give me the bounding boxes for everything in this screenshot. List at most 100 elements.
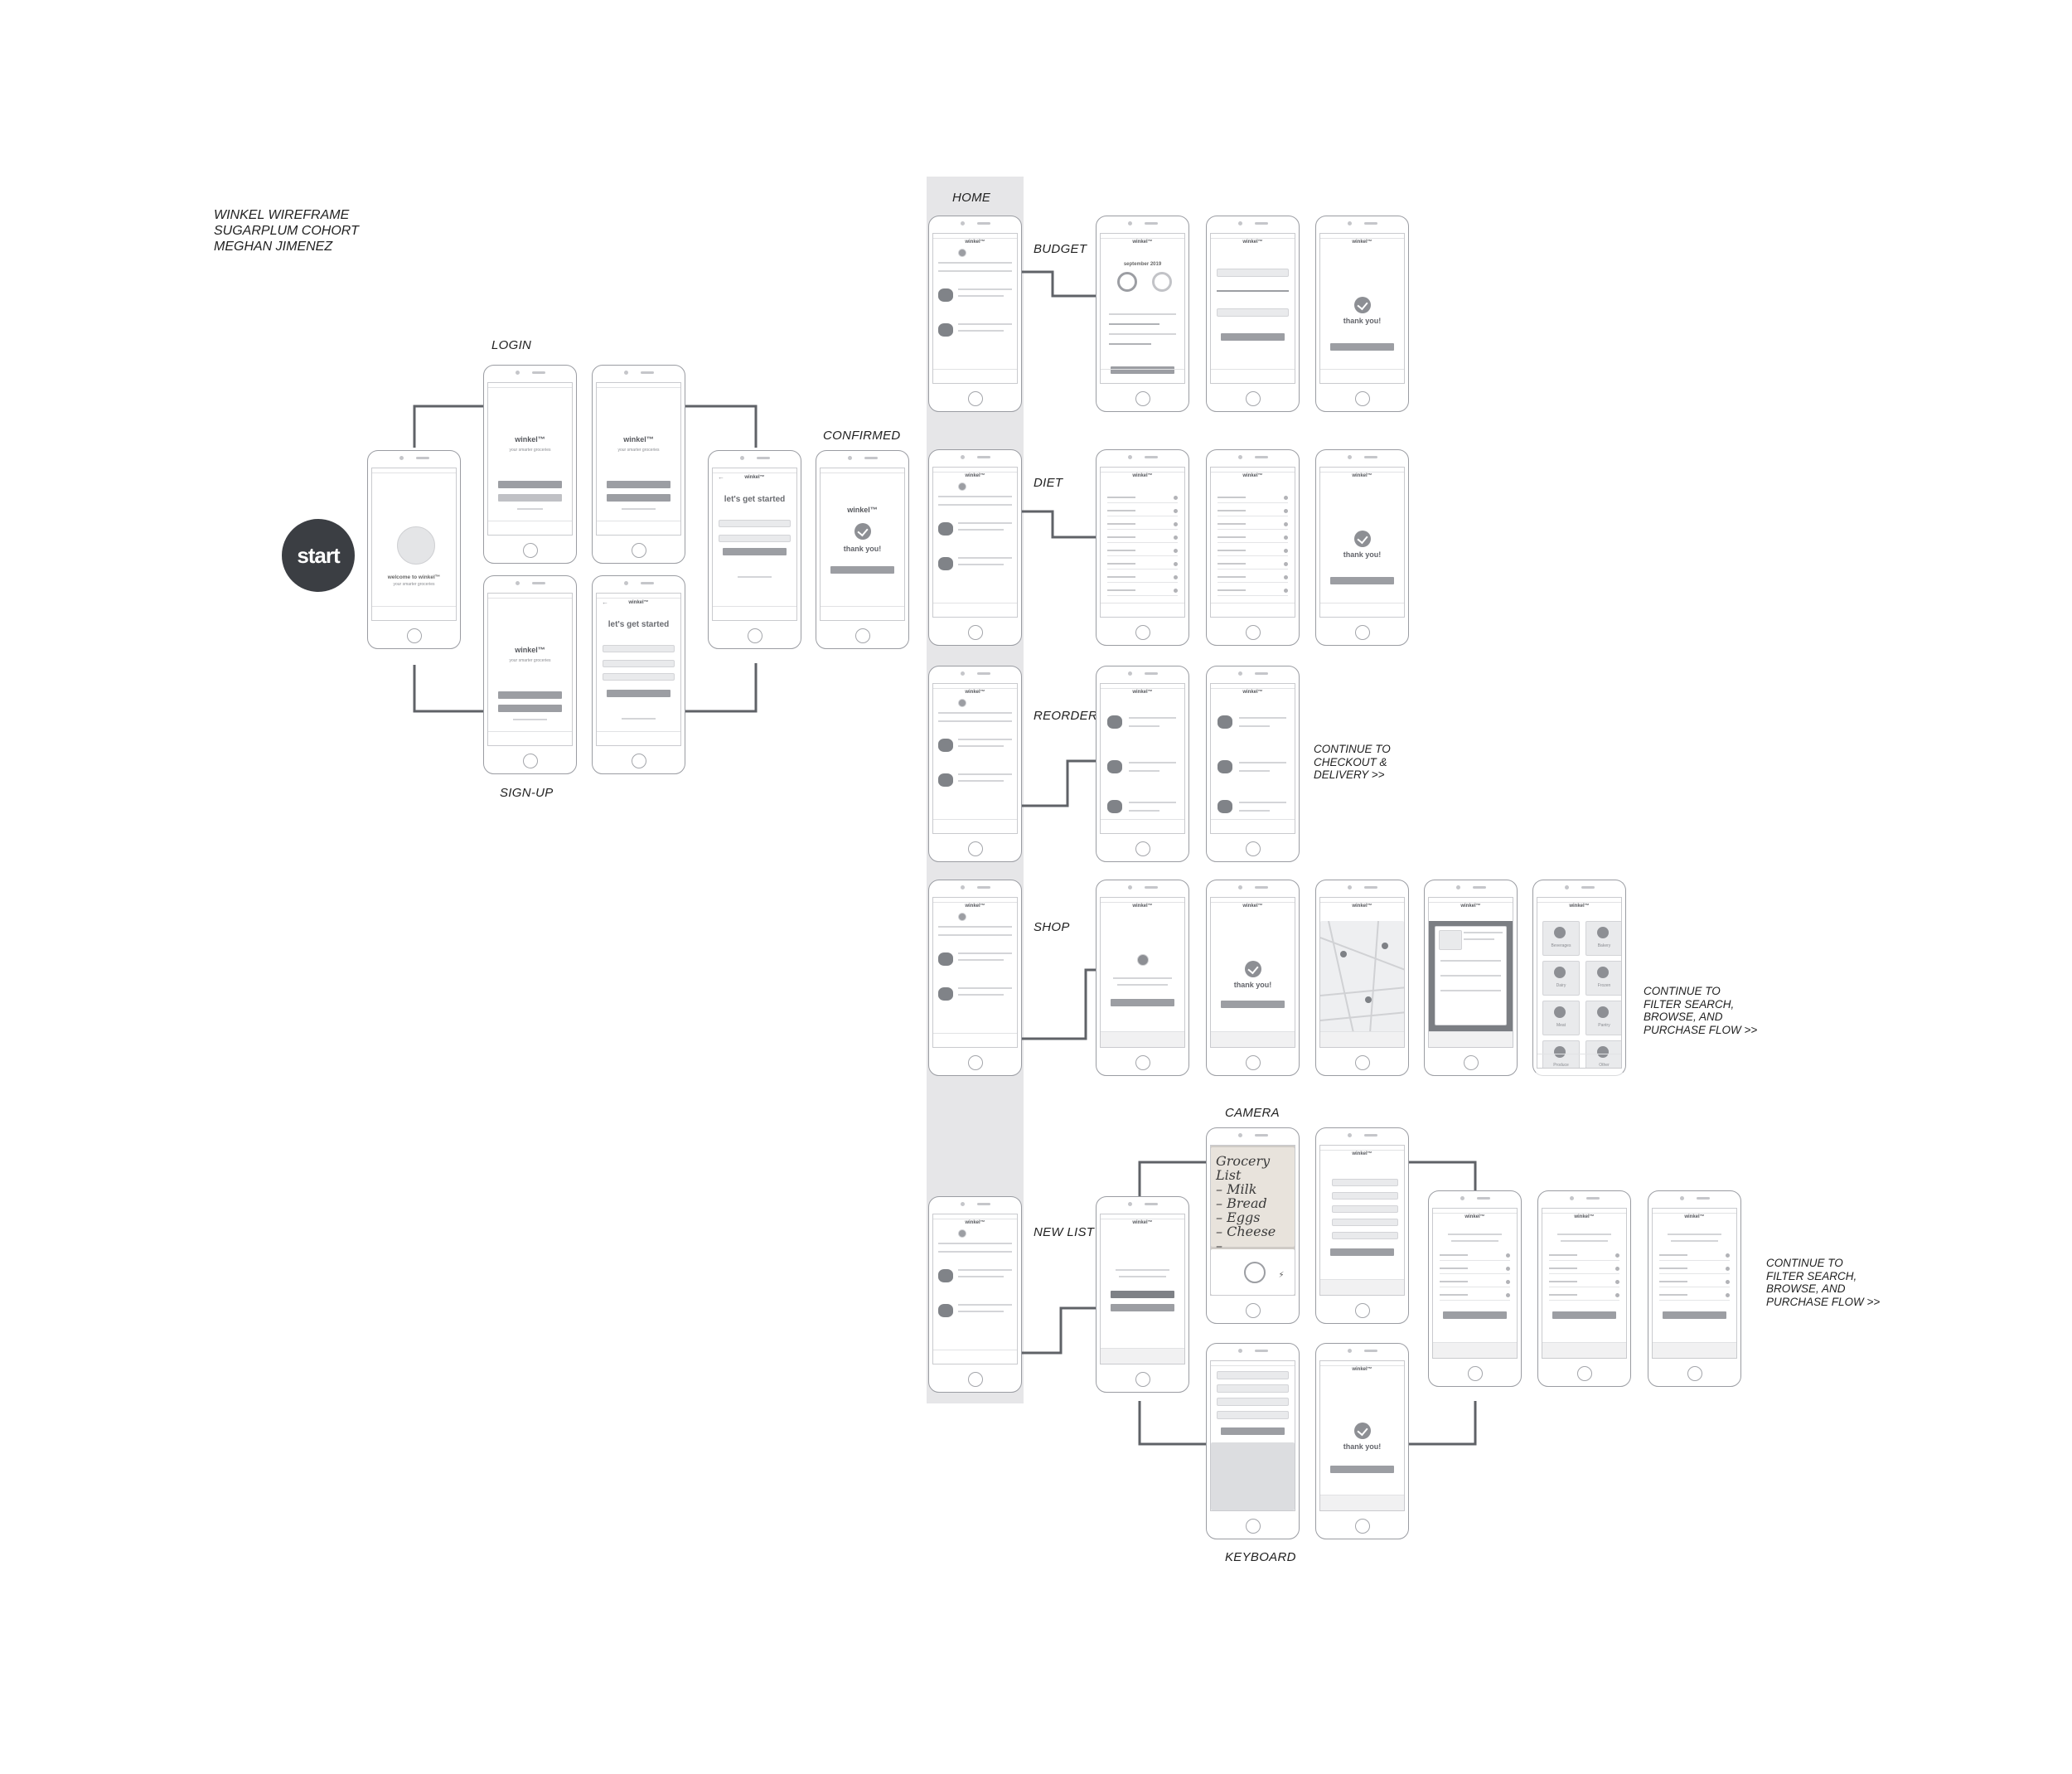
budget-slider[interactable] [1217, 290, 1289, 292]
home-button[interactable] [1576, 1366, 1592, 1381]
type-it-out-button[interactable] [1111, 1304, 1174, 1311]
list-item-field[interactable] [1217, 1371, 1289, 1379]
submit-button[interactable] [723, 548, 787, 555]
category-tile[interactable]: Dairy [1542, 961, 1580, 996]
home-button[interactable] [1354, 625, 1370, 640]
home-button[interactable] [1245, 1519, 1261, 1534]
title-line-2: SUGARPLUM COHORT [214, 224, 359, 238]
home-button[interactable] [631, 754, 646, 768]
home-button[interactable] [1245, 1303, 1261, 1318]
home-button[interactable] [522, 543, 538, 558]
continue-button[interactable] [830, 566, 894, 574]
list-item-field[interactable] [1217, 1398, 1289, 1406]
continue-button[interactable] [1330, 343, 1394, 351]
view-cart-button[interactable] [1663, 1311, 1726, 1319]
continue-button[interactable] [1221, 1001, 1285, 1008]
change-budget-button[interactable] [1111, 366, 1174, 374]
list-item-field[interactable] [1332, 1179, 1398, 1186]
home-button[interactable] [1135, 841, 1150, 856]
phone-new-list: winkel™ [1096, 1196, 1189, 1393]
home-button[interactable] [631, 543, 646, 558]
home-button[interactable] [1245, 1055, 1261, 1070]
list-item-field[interactable] [1332, 1219, 1398, 1226]
list-item-field[interactable] [1332, 1192, 1398, 1200]
store-map[interactable] [1320, 920, 1404, 1034]
note-line: DELIVERY >> [1314, 768, 1385, 781]
brand: winkel™ [965, 690, 985, 695]
label-new-list: NEW LIST [1034, 1225, 1095, 1239]
home-button[interactable] [1135, 1055, 1150, 1070]
list-item-field[interactable] [1217, 1411, 1289, 1419]
product-thumbnail [938, 288, 953, 302]
login-button[interactable] [498, 481, 562, 488]
home-button[interactable] [1467, 1366, 1483, 1381]
shutter-button[interactable] [1244, 1262, 1266, 1283]
phone-home: winkel™ [928, 216, 1022, 412]
email-field[interactable] [603, 645, 675, 652]
home-button[interactable] [1354, 1055, 1370, 1070]
home-button[interactable] [747, 628, 762, 643]
list-item-field[interactable] [1332, 1232, 1398, 1239]
confirm-list-button[interactable] [1330, 1248, 1394, 1256]
view-cart-button[interactable] [1552, 1311, 1616, 1319]
save-coupons-button[interactable] [1443, 1311, 1507, 1319]
home-button[interactable] [1354, 1519, 1370, 1534]
home-button[interactable] [1245, 625, 1261, 640]
email-field[interactable] [719, 520, 791, 527]
flash-icon[interactable]: ⚡ [1278, 1271, 1285, 1280]
connect-email-button[interactable] [498, 691, 562, 699]
reminder-field[interactable] [1217, 308, 1289, 317]
signup-button[interactable] [498, 494, 562, 502]
onscreen-keyboard[interactable] [1211, 1442, 1295, 1510]
phone-home: winkel™ [928, 449, 1022, 646]
product-thumbnail [938, 952, 953, 966]
allow-location-button[interactable] [1111, 999, 1174, 1006]
category-tile[interactable]: Bakery [1585, 921, 1621, 956]
submit-button[interactable] [607, 690, 670, 697]
category-tile[interactable]: Beverages [1542, 921, 1580, 956]
brand: winkel™ [628, 600, 649, 605]
brand: winkel™ [1352, 1367, 1372, 1372]
home-button[interactable] [1135, 625, 1150, 640]
category-tile[interactable]: Pantry [1585, 1001, 1621, 1035]
label-home: HOME [952, 191, 991, 205]
home-button[interactable] [854, 628, 870, 643]
home-button[interactable] [1245, 391, 1261, 406]
category-tile[interactable]: Meat [1542, 1001, 1580, 1035]
home-button[interactable] [967, 391, 983, 406]
home-button[interactable] [1463, 1055, 1479, 1070]
continue-button[interactable] [1330, 577, 1394, 584]
save-list-button[interactable] [1221, 1427, 1285, 1435]
list-item-field[interactable] [1217, 1384, 1289, 1393]
home-button[interactable] [1135, 1372, 1150, 1387]
camera-dot [961, 455, 965, 459]
password-field[interactable] [719, 535, 791, 542]
home-button[interactable] [967, 1055, 983, 1070]
save-setting-button[interactable] [1221, 333, 1285, 341]
frequency-select[interactable] [1217, 269, 1289, 277]
home-button[interactable] [967, 1372, 983, 1387]
thank-you-text: thank you! [843, 545, 882, 553]
confirm-field[interactable] [603, 673, 675, 681]
list-item-field[interactable] [1332, 1205, 1398, 1213]
continue-button[interactable] [1330, 1466, 1394, 1473]
home-button[interactable] [1354, 391, 1370, 406]
connect-facebook-button[interactable] [498, 705, 562, 712]
take-photo-button[interactable] [1111, 1291, 1174, 1298]
home-button[interactable] [967, 625, 983, 640]
password-field[interactable] [603, 660, 675, 667]
home-button[interactable] [967, 841, 983, 856]
home-button[interactable] [1245, 841, 1261, 856]
brand: winkel™ [515, 435, 545, 444]
store-popup[interactable] [1435, 926, 1507, 1025]
home-button[interactable] [1687, 1366, 1702, 1381]
login-google-button[interactable] [607, 481, 670, 488]
home-button[interactable] [406, 628, 422, 643]
camera-dot [961, 885, 965, 889]
login-facebook-button[interactable] [607, 494, 670, 502]
category-tile[interactable]: Frozen [1585, 961, 1621, 996]
home-button[interactable] [1135, 391, 1150, 406]
home-button[interactable] [1354, 1303, 1370, 1318]
home-button[interactable] [522, 754, 538, 768]
start-node[interactable]: start [282, 519, 355, 592]
